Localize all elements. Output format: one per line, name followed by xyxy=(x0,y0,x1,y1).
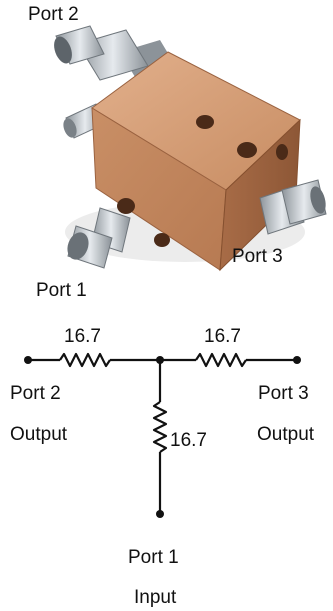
left-resistor-value: 16.7 xyxy=(64,326,101,347)
junction-node xyxy=(156,356,164,364)
photo-port2-label: Port 2 xyxy=(28,4,79,25)
left-resistor-zigzag xyxy=(59,352,111,368)
port3-connector xyxy=(259,179,327,235)
port1-node xyxy=(156,510,164,518)
right-resistor-zigzag xyxy=(195,352,247,368)
right-resistor-value: 16.7 xyxy=(204,326,241,347)
port1-name: Port 1 xyxy=(128,547,179,568)
photo-port3-label: Port 3 xyxy=(232,246,283,267)
port2-node xyxy=(24,356,32,364)
port2-name: Port 2 xyxy=(10,383,61,404)
bottom-resistor-value: 16.7 xyxy=(170,430,207,451)
splitter-photo xyxy=(54,25,327,272)
port3-role: Output xyxy=(257,424,315,445)
splitter-body xyxy=(91,51,301,272)
port3-name: Port 3 xyxy=(258,383,309,404)
vertical-resistor-zigzag xyxy=(152,401,168,453)
port1-connector xyxy=(67,207,131,269)
port1-role: Input xyxy=(134,587,177,608)
photo-port1-label: Port 1 xyxy=(36,280,87,301)
port3-node xyxy=(293,356,301,364)
port2-role: Output xyxy=(10,424,68,445)
